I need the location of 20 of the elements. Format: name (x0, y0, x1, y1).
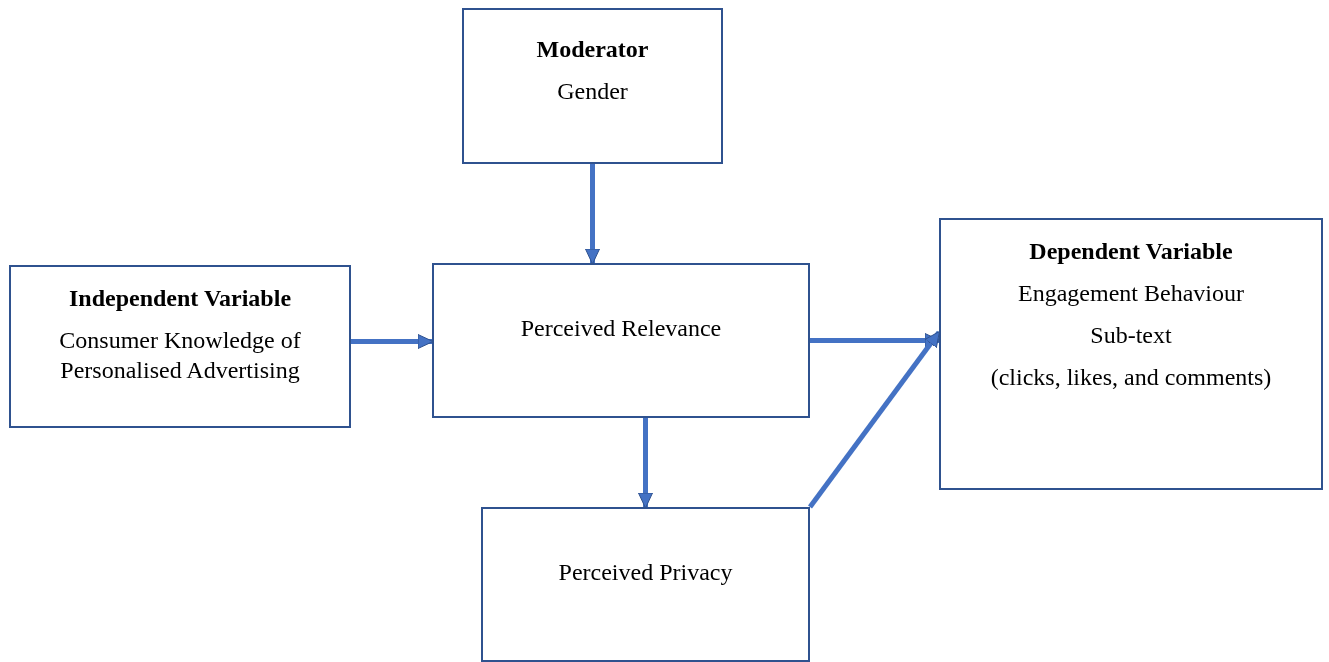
box-text: Perceived Privacy (558, 558, 733, 587)
arrow (808, 330, 941, 509)
variable-box (481, 507, 810, 662)
box-heading: Moderator (536, 35, 649, 64)
box-text: Gender (557, 77, 628, 106)
box-heading: Independent Variable (68, 284, 292, 313)
variable-box (432, 263, 810, 418)
box-text: Engagement Behaviour (1018, 279, 1244, 308)
variable-box (462, 8, 723, 164)
box-heading: Dependent Variable (1029, 237, 1233, 266)
variable-box (939, 218, 1323, 490)
arrow (638, 418, 653, 509)
arrow (810, 333, 941, 348)
box-text: Sub-text (1090, 321, 1172, 350)
variable-box (9, 265, 351, 428)
box-text: (clicks, likes, and comments) (990, 363, 1272, 392)
box-text: Consumer Knowledge of Personalised Advertising (58, 326, 302, 385)
arrow (351, 334, 434, 349)
box-text: Perceived Relevance (520, 314, 722, 343)
arrow (585, 164, 600, 265)
